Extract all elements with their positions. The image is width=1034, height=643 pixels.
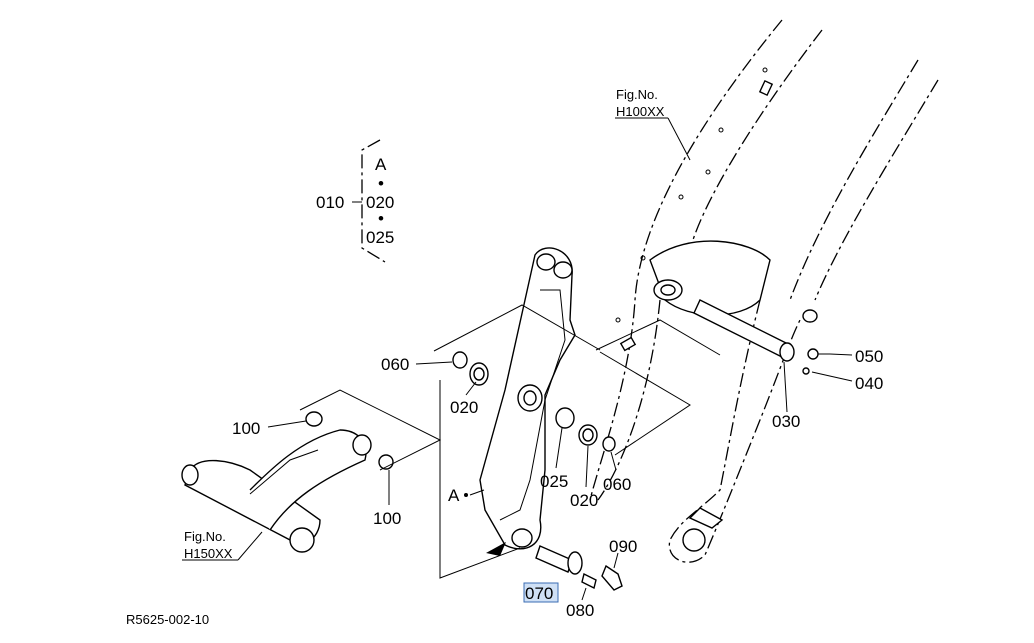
callout-a-mark: A [448, 486, 460, 505]
callout-020-lower[interactable]: 020 [570, 491, 598, 510]
callout-060-right[interactable]: 060 [603, 475, 631, 494]
selected-part-highlight [523, 582, 559, 603]
callout-070[interactable]: 070 [525, 584, 553, 603]
callout-050[interactable]: 050 [855, 347, 883, 366]
callout-100-lower[interactable]: 100 [373, 509, 401, 528]
cross-bar-assembly [181, 411, 394, 553]
link-arm-assembly [452, 247, 623, 591]
assembly-bracket: 010 A • 020 • 025 [316, 155, 394, 247]
bracket-label: 010 [316, 193, 344, 212]
callout-025[interactable]: 025 [540, 472, 568, 491]
figure-code: R5625-002-10 [126, 612, 209, 627]
callout-090[interactable]: 090 [609, 537, 637, 556]
fig-ref-h100xx[interactable]: Fig.No. H100XX [616, 87, 665, 119]
bracket-sep-1: • [378, 174, 384, 193]
callout-100-upper[interactable]: 100 [232, 419, 260, 438]
leader-lines [182, 117, 853, 601]
fig-ref-title: Fig.No. [616, 87, 658, 102]
bracket-item-a: A [375, 155, 387, 174]
fig-ref-number[interactable]: H150XX [184, 546, 233, 561]
bracket-item-020: 020 [366, 193, 394, 212]
callout-060-left[interactable]: 060 [381, 355, 409, 374]
part-callouts: 060 020 100 100 A 025 020 060 070 080 09… [232, 347, 883, 620]
callout-030[interactable]: 030 [772, 412, 800, 431]
callout-040[interactable]: 040 [855, 374, 883, 393]
callout-020-upper[interactable]: 020 [450, 398, 478, 417]
a-mark-dot [464, 493, 468, 497]
boom-assembly [589, 19, 939, 563]
callout-080[interactable]: 080 [566, 601, 594, 620]
fig-ref-h150xx[interactable]: Fig.No. H150XX [184, 529, 233, 561]
bracket-item-025: 025 [366, 228, 394, 247]
fig-ref-number[interactable]: H100XX [616, 104, 665, 119]
bracket-sep-2: • [378, 209, 384, 228]
fig-ref-title: Fig.No. [184, 529, 226, 544]
